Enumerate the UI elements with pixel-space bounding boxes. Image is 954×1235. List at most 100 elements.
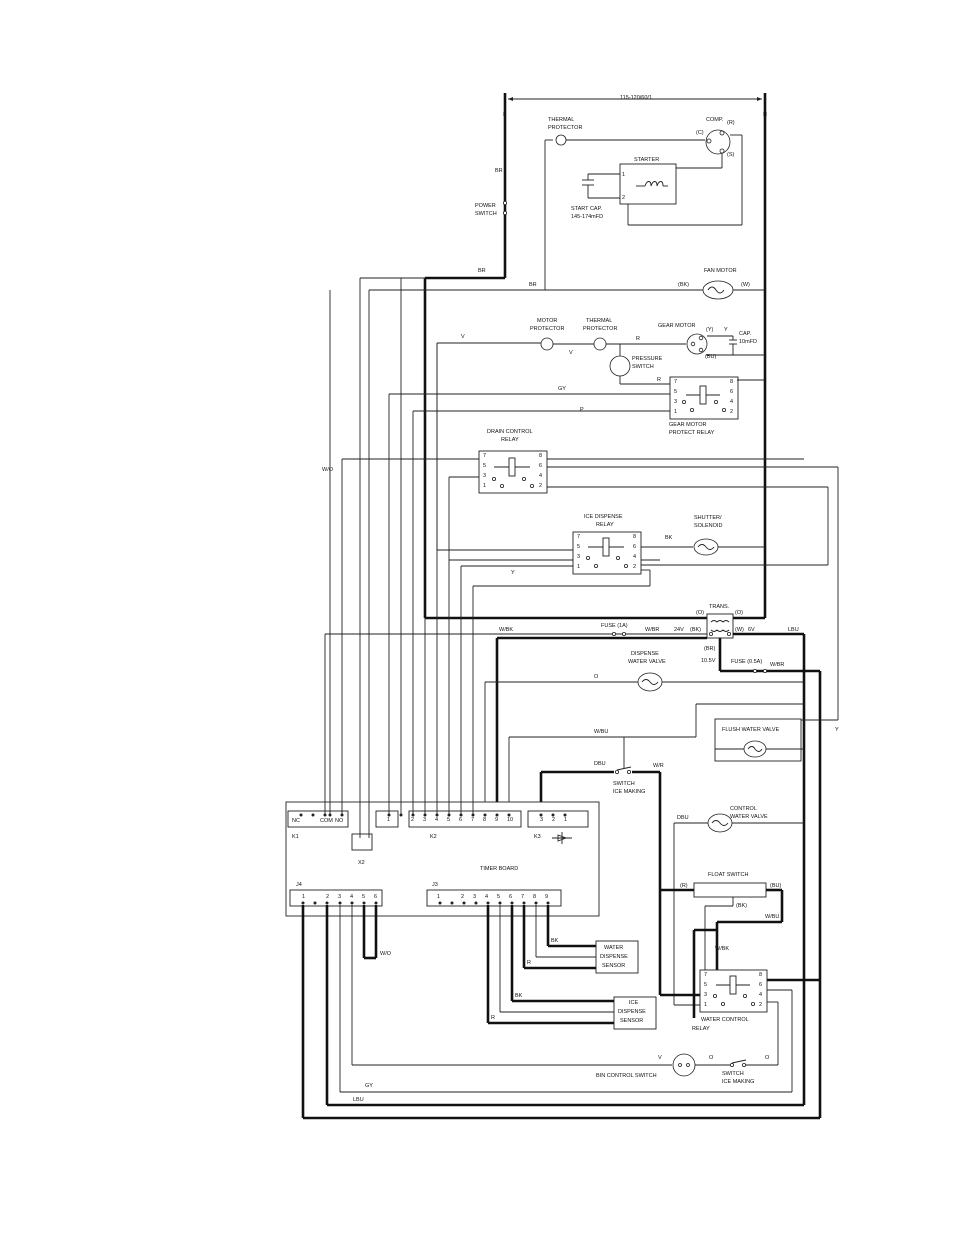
svg-text:COM: COM [320,818,333,824]
wire-label-wbr: W/BR [645,627,659,633]
svg-text:DISPENSE: DISPENSE [618,1009,646,1015]
svg-text:6: 6 [539,463,542,469]
ice-relay-label: ICE DISPENSE [584,514,623,520]
compressor-circuit: THERMAL PROTECTOR COMP. (C) (R) (S) STAR… [544,117,743,290]
svg-text:9: 9 [545,894,548,900]
svg-text:3: 3 [338,894,341,900]
svg-text:1: 1 [302,894,305,900]
svg-text:J3: J3 [432,882,438,888]
svg-text:5: 5 [362,894,365,900]
shutter-solenoid-label: SHUTTER/ [694,515,722,521]
gear-motor-symbol [686,333,708,355]
svg-text:2: 2 [326,894,329,900]
water-control-relay: 7 5 3 1 8 6 4 2 WATER CONTROL RELAY [692,969,768,1032]
gear-motor-label: GEAR MOTOR [658,323,696,329]
wire-label-wbr: W/BR [770,662,784,668]
float-switch [693,882,767,898]
svg-text:K1: K1 [292,834,299,840]
wire-label-r: R [657,377,661,383]
svg-text:9: 9 [495,817,498,823]
k1-connector [287,810,349,828]
svg-text:(O): (O) [696,610,704,616]
motor-protector-label: MOTOR [537,318,557,324]
svg-text:6: 6 [730,389,733,395]
svg-text:8: 8 [633,534,636,540]
ice-dispense-sensor [613,996,657,1030]
svg-text:10: 10 [507,817,513,823]
neutral-label: N [763,112,767,118]
svg-text:4: 4 [730,399,733,405]
wire-label-o: O [765,1055,770,1061]
line-label: L [503,112,506,118]
x2-connector [351,833,373,851]
drain-relay-label: RELAY [501,437,519,443]
starter-pin: 2 [622,195,625,201]
svg-text:ICE: ICE [629,1000,639,1006]
svg-text:(BK): (BK) [736,903,747,909]
starter-pin: 1 [622,172,625,178]
svg-text:8: 8 [730,379,733,385]
svg-text:3: 3 [674,399,677,405]
svg-text:LBU: LBU [788,627,799,633]
svg-text:6: 6 [459,817,462,823]
wire-label-gy: GY [365,1083,373,1089]
wire-label-r: R [527,960,531,966]
power-switch-contact [502,200,507,205]
wire-label-bk: BK [665,535,673,541]
svg-text:4: 4 [485,894,488,900]
control-valve-label: CONTROL [730,806,757,812]
svg-text:NO: NO [335,818,344,824]
svg-text:(O): (O) [735,610,743,616]
svg-text:(BU): (BU) [770,883,781,889]
gear-motor-relay-label: PROTECT RELAY [669,430,715,436]
svg-text:(W): (W) [735,627,744,633]
thermal-protector-2-label: THERMAL [586,318,612,324]
capacitor-label: 10mFD [739,339,757,345]
float-switch-label: FLOAT SWITCH [708,872,748,878]
wire-label-wbk: W/BK [499,627,513,633]
starter-relay [619,163,677,205]
wire-label-o: O [709,1055,714,1061]
wire-label-dbu: DBU [594,761,606,767]
gear-motor-wire-y: (Y) [706,327,714,333]
svg-text:2: 2 [552,817,555,823]
wire-label-br: BR [478,268,486,274]
wire-label-y: Y [511,570,515,576]
power-switch-label: SWITCH [475,211,497,217]
svg-text:7: 7 [704,972,707,978]
svg-text:3: 3 [704,992,707,998]
start-capacitor-label: START CAP. [571,206,603,212]
svg-text:1: 1 [704,1002,707,1008]
transformer-label: TRANS. [709,604,730,610]
svg-text:3: 3 [473,894,476,900]
svg-text:2: 2 [411,817,414,823]
compressor-motor-symbol [705,129,731,155]
wire-label-bk: BK [551,938,559,944]
switch-ice-making-label: SWITCH [613,781,635,787]
compressor-terminal-c: (C) [696,130,704,136]
dispense-valve-label: DISPENSE [631,651,659,657]
switch-ice-making-label: ICE MAKING [613,789,645,795]
svg-text:7: 7 [521,894,524,900]
svg-text:SENSOR: SENSOR [620,1018,643,1024]
start-capacitor-label: 145-174mFD [571,214,603,220]
wire-label-p: P [580,407,584,413]
wire-label-r: R [491,1015,495,1021]
svg-text:1: 1 [437,894,440,900]
fan-wire-w: (W) [741,282,750,288]
svg-text:3: 3 [577,554,580,560]
motor-protector-symbol [540,337,554,351]
thermal-protector-symbol [555,134,567,146]
water-dispense-sensor [595,940,639,974]
svg-text:2: 2 [730,409,733,415]
svg-text:5: 5 [447,817,450,823]
svg-text:5: 5 [674,389,677,395]
svg-text:1: 1 [577,564,580,570]
shutter-solenoid-label: SOLENOID [694,523,722,529]
svg-text:(BK): (BK) [690,627,701,633]
svg-text:1: 1 [387,817,390,823]
svg-text:8: 8 [483,817,486,823]
svg-text:5: 5 [497,894,500,900]
ice-relay-label: RELAY [596,522,614,528]
